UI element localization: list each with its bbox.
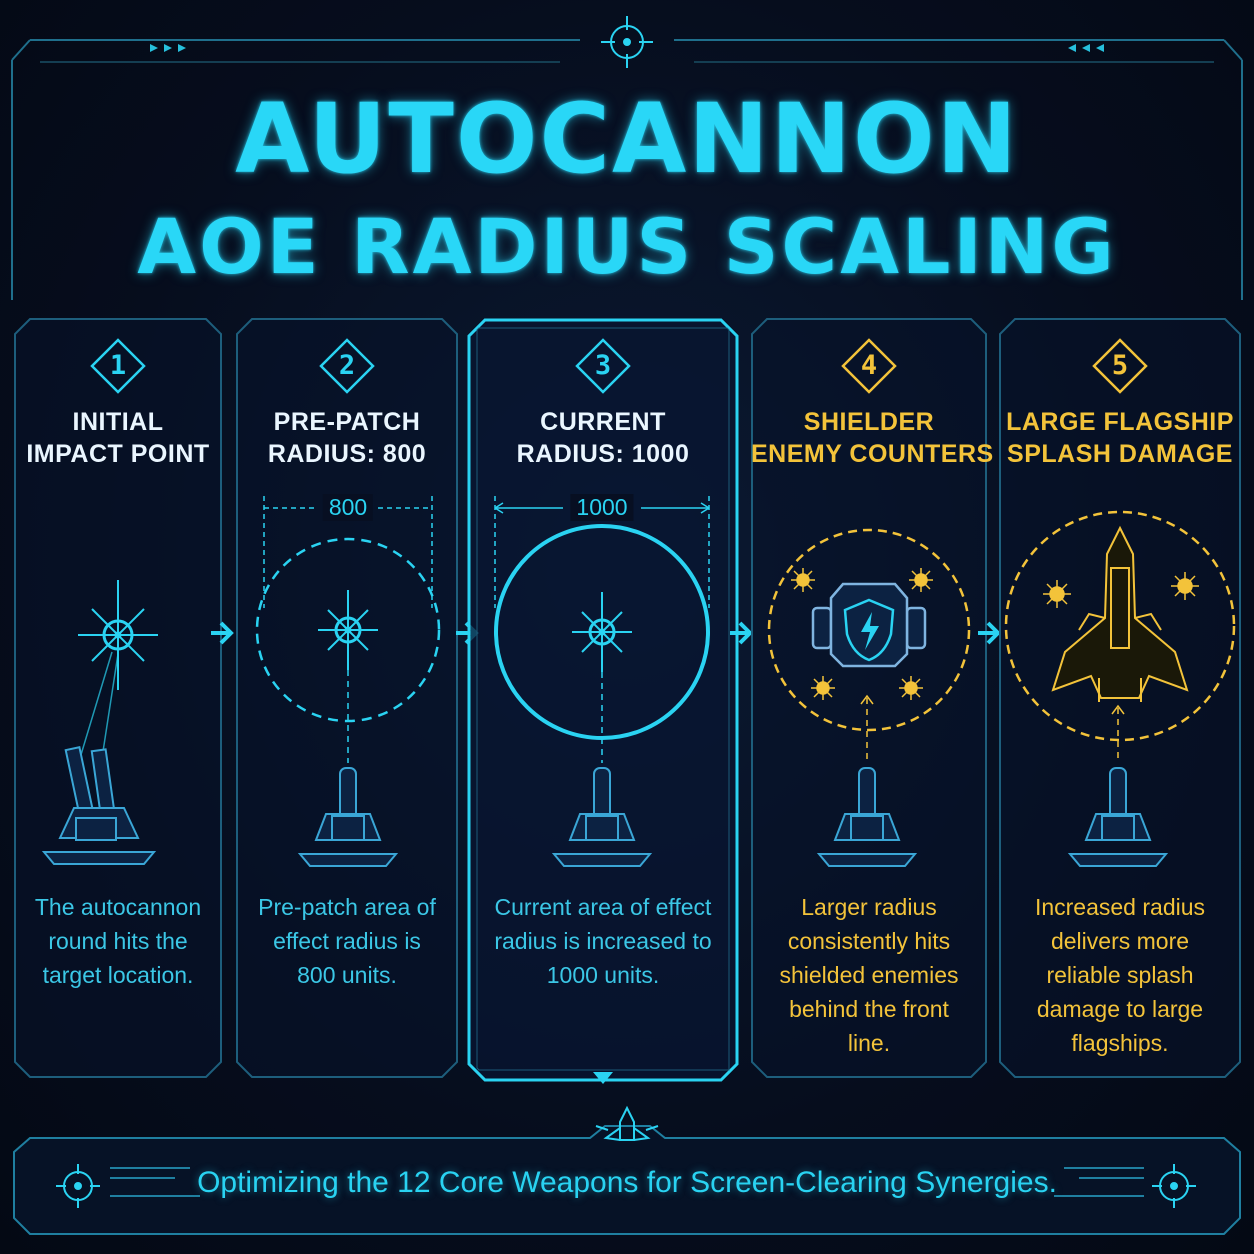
footer-crosshair-right-icon <box>1152 1164 1196 1208</box>
explosion-icon <box>1043 572 1199 608</box>
step-panel-2: 2 PRE-PATCH RADIUS: 800 800 Pre-p <box>236 318 458 1078</box>
starburst-impact-icon <box>41 580 158 865</box>
step-panel-4: 4 SHIELDER ENEMY COUNTERS <box>751 318 994 1078</box>
arrow-right-icon <box>730 621 753 645</box>
radius-label: 1000 <box>570 494 634 521</box>
step-description: Increased radius delivers more reliable … <box>1034 894 1206 1056</box>
panel-frame-highlighted <box>467 318 739 1084</box>
autocannon-turret-icon <box>297 767 399 867</box>
step-number-badge: 4 <box>841 338 897 394</box>
step-heading: CURRENT RADIUS: 1000 <box>516 408 690 468</box>
step-heading: PRE-PATCH RADIUS: 800 <box>267 408 427 468</box>
step-number-badge: 2 <box>319 338 375 394</box>
step-panel-1: 1 INITIAL IMPACT POINT The autocannon ro… <box>14 318 222 1078</box>
step-number-badge: 3 <box>575 338 631 394</box>
solid-radius-circle-icon <box>494 496 710 867</box>
explosion-icon <box>791 568 933 700</box>
autocannon-turret-icon <box>816 767 918 867</box>
autocannon-turret-icon <box>551 767 653 867</box>
step-description: Pre-patch area of effect radius is 800 u… <box>258 894 436 988</box>
step-panel-3: 3 CURRENT RADIUS: 1000 1000 <box>467 318 739 1084</box>
flagship-icon <box>1004 510 1236 867</box>
autocannon-turret-icon <box>1067 767 1169 867</box>
ship-emblem-icon <box>595 1105 659 1141</box>
step-panel-5: 5 LARGE FLAGSHIP SPLASH DAMAGE Increased… <box>999 318 1241 1078</box>
step-description: Current area of effect radius is increas… <box>494 894 712 988</box>
crosshair-icon <box>601 16 653 68</box>
page-subtitle: AOE RADIUS SCALING <box>137 202 1117 291</box>
step-description: Larger radius consistently hits shielded… <box>779 894 959 1056</box>
twin-autocannon-icon <box>41 746 157 865</box>
panel-frame <box>14 318 222 1078</box>
dashed-radius-circle-icon <box>255 496 441 867</box>
radius-label: 800 <box>322 494 374 521</box>
step-heading: SHIELDER ENEMY COUNTERS <box>751 408 994 468</box>
arrow-right-icon <box>978 621 1001 645</box>
footer-tagline: Optimizing the 12 Core Weapons for Scree… <box>197 1166 1057 1199</box>
page-title: AUTOCANNON <box>235 83 1019 195</box>
arrow-right-icon <box>211 621 234 645</box>
step-heading: INITIAL IMPACT POINT <box>26 408 210 468</box>
shield-drone-icon <box>811 582 927 668</box>
step-description: The autocannon round hits the target loc… <box>34 894 202 988</box>
footer-crosshair-left-icon <box>56 1164 100 1208</box>
step-heading: LARGE FLAGSHIP SPLASH DAMAGE <box>1006 408 1234 468</box>
step-number-badge: 5 <box>1092 338 1148 394</box>
shield-enemy-icon <box>767 528 971 867</box>
large-flagship-icon <box>1051 525 1189 702</box>
step-number-badge: 1 <box>90 338 146 394</box>
